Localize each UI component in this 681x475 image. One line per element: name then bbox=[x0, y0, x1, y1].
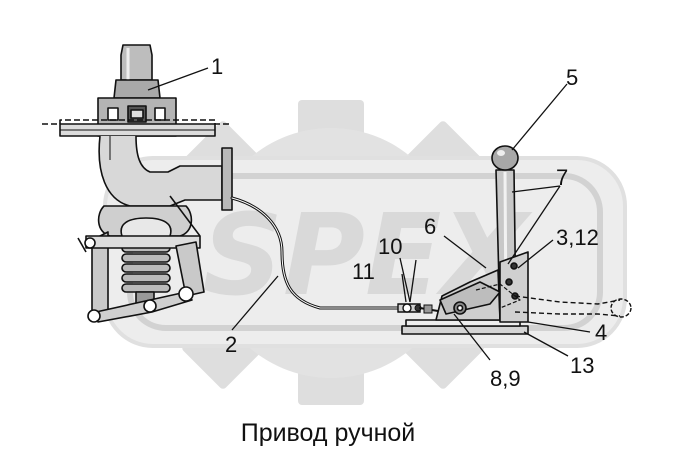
control-cable bbox=[230, 196, 445, 314]
valve-assembly bbox=[42, 44, 233, 323]
callout-7: 7 bbox=[556, 165, 568, 190]
callout-4: 4 bbox=[595, 320, 607, 345]
callout-10: 10 bbox=[378, 234, 402, 259]
callout-1: 1 bbox=[211, 54, 223, 79]
callout-3-12: 3,12 bbox=[556, 225, 599, 250]
callout-13: 13 bbox=[570, 353, 594, 378]
leader-lines bbox=[147, 67, 591, 361]
callout-8-9: 8,9 bbox=[490, 366, 521, 391]
callout-11: 11 bbox=[352, 259, 375, 284]
callout-6: 6 bbox=[424, 214, 436, 239]
callout-5: 5 bbox=[566, 65, 578, 90]
diagram-caption: Привод ручной bbox=[241, 419, 416, 447]
hand-lever-assembly bbox=[401, 145, 632, 335]
callout-2: 2 bbox=[225, 332, 237, 357]
